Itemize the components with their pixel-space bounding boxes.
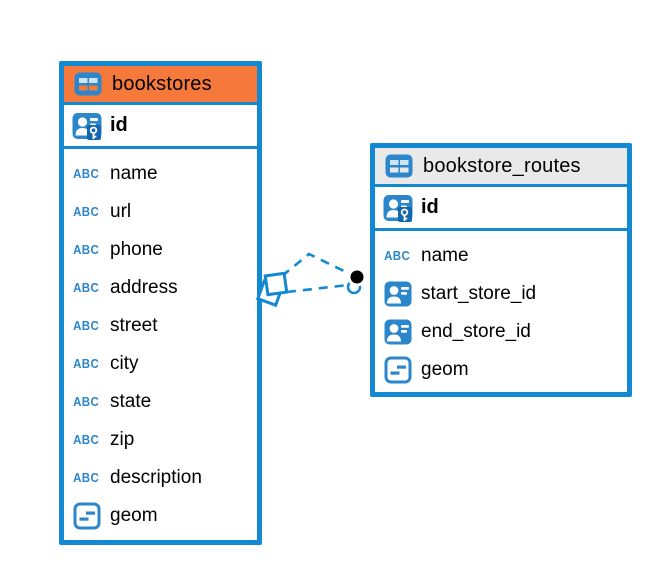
table-header[interactable]: bookstores: [64, 66, 257, 105]
relationship-line-upper[interactable]: [281, 252, 353, 278]
geometry-icon: [73, 502, 100, 530]
column-name: name: [421, 245, 469, 266]
table-header[interactable]: bookstore_routes: [375, 148, 627, 187]
table-title: bookstore_routes: [423, 154, 581, 177]
table-icon: [72, 72, 103, 96]
relationship-one-end-marker[interactable]: [346, 267, 367, 295]
column-name: geom: [421, 359, 469, 380]
column-row[interactable]: ABC state: [64, 383, 257, 421]
primary-key-row[interactable]: id: [375, 187, 627, 231]
column-name: start_store_id: [421, 283, 537, 304]
text-type-icon: ABC: [384, 249, 411, 263]
column-row[interactable]: geom: [375, 351, 627, 389]
text-type-icon: ABC: [73, 433, 100, 447]
column-list: ABC name ABC url ABC phone ABC address A…: [64, 149, 257, 540]
column-name: geom: [110, 505, 158, 526]
column-row[interactable]: ABC name: [64, 155, 257, 193]
column-row[interactable]: start_store_id: [375, 275, 627, 313]
column-name: phone: [110, 239, 163, 260]
table-title: bookstores: [112, 72, 212, 95]
text-type-icon: ABC: [73, 395, 100, 409]
relationship-line-lower[interactable]: [286, 283, 349, 294]
reference-icon: [384, 281, 411, 307]
reference-icon: [384, 319, 411, 345]
column-name: id: [421, 196, 439, 218]
text-type-icon: ABC: [73, 471, 100, 485]
primary-key-icon: [382, 194, 413, 222]
column-row[interactable]: ABC name: [375, 237, 627, 275]
column-name: address: [110, 277, 178, 298]
column-name: street: [110, 315, 158, 336]
table-bookstore-routes[interactable]: bookstore_routes id ABC name: [370, 143, 632, 397]
column-name: end_store_id: [421, 321, 531, 342]
column-name: name: [110, 163, 158, 184]
text-type-icon: ABC: [73, 167, 100, 181]
column-name: zip: [110, 429, 135, 450]
column-row[interactable]: ABC url: [64, 193, 257, 231]
column-name: state: [110, 391, 152, 412]
column-name: description: [110, 467, 202, 488]
table-bookstores[interactable]: bookstores id ABC name ABC url: [59, 61, 262, 545]
text-type-icon: ABC: [73, 205, 100, 219]
column-name: url: [110, 201, 132, 222]
text-type-icon: ABC: [73, 357, 100, 371]
relationship-many-end-marker[interactable]: [255, 271, 289, 308]
column-name: city: [110, 353, 139, 374]
geometry-icon: [384, 356, 411, 384]
column-row[interactable]: ABC address: [64, 269, 257, 307]
text-type-icon: ABC: [73, 281, 100, 295]
column-row[interactable]: end_store_id: [375, 313, 627, 351]
primary-key-icon: [71, 112, 102, 140]
text-type-icon: ABC: [73, 243, 100, 257]
column-row[interactable]: ABC city: [64, 345, 257, 383]
primary-key-row[interactable]: id: [64, 105, 257, 149]
column-row[interactable]: ABC street: [64, 307, 257, 345]
column-row[interactable]: ABC zip: [64, 421, 257, 459]
column-list: ABC name start_store_id end_store_id geo…: [375, 231, 627, 392]
text-type-icon: ABC: [73, 319, 100, 333]
column-row[interactable]: ABC phone: [64, 231, 257, 269]
column-row[interactable]: ABC description: [64, 459, 257, 497]
column-row[interactable]: geom: [64, 497, 257, 535]
column-name: id: [110, 114, 128, 136]
table-icon: [383, 154, 414, 178]
